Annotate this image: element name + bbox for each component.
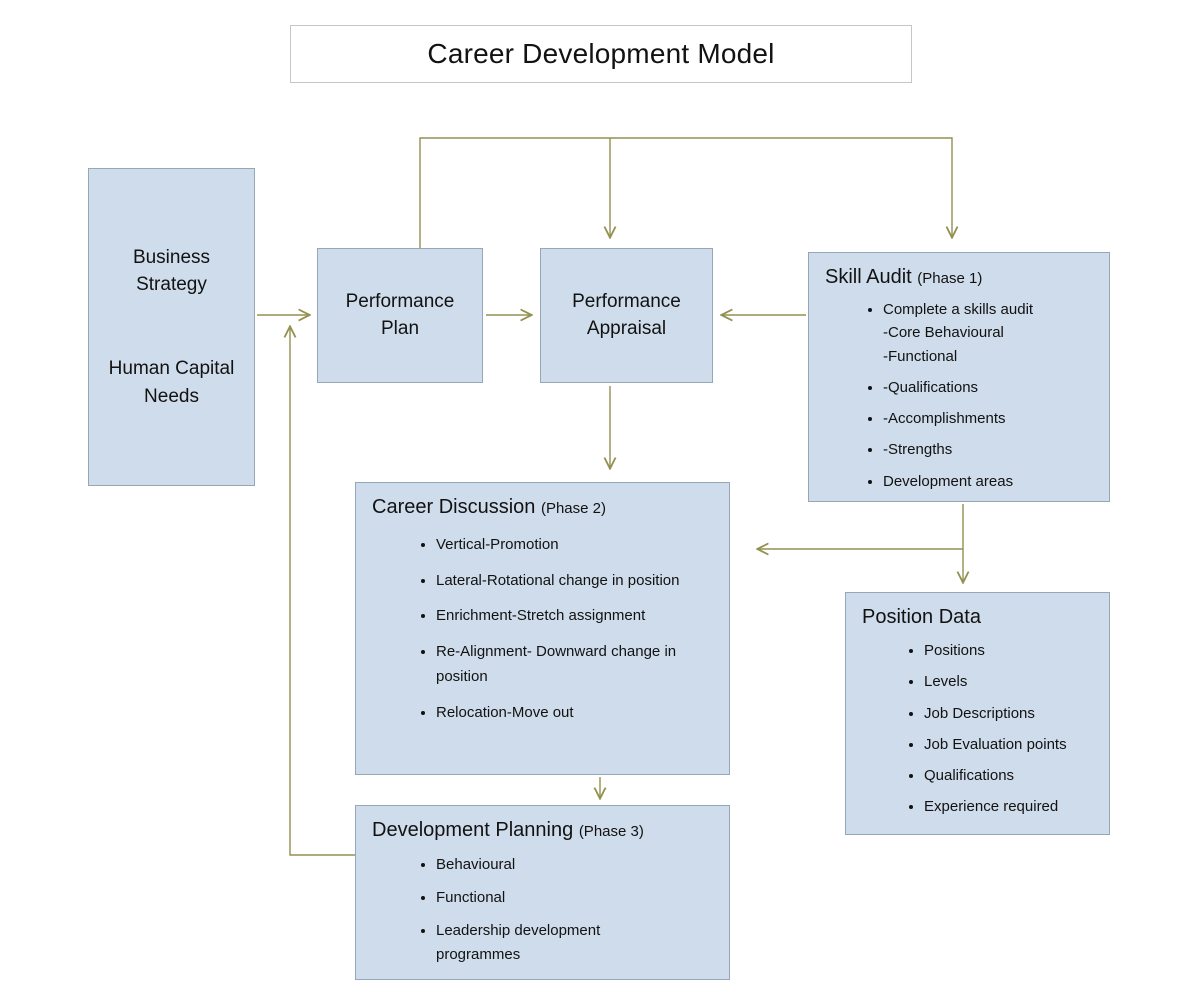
list-item: Positions <box>924 639 1097 662</box>
development-planning-title: Development Planning <box>372 819 574 841</box>
position-data-box: Position Data Positions Levels Job Descr… <box>845 592 1110 835</box>
skill-audit-phase: (Phase 1) <box>917 270 983 287</box>
career-discussion-phase: (Phase 2) <box>540 500 606 517</box>
list-item: Re-Alignment- Downward change in positio… <box>436 639 714 690</box>
career-discussion-list: Vertical-Promotion Lateral-Rotational ch… <box>372 532 717 725</box>
list-item: Lateral-Rotational change in position <box>436 568 714 594</box>
career-discussion-box: Career Discussion (Phase 2) Vertical-Pro… <box>355 482 730 775</box>
list-item: Vertical-Promotion <box>436 532 714 558</box>
business-strategy-box: Business Strategy Human Capital Needs <box>88 168 255 486</box>
position-data-header: Position Data <box>862 606 1097 629</box>
list-item: -Accomplishments <box>883 407 1097 430</box>
connector-feedback-loop <box>290 327 355 856</box>
list-item: Levels <box>924 670 1097 693</box>
skill-audit-box: Skill Audit (Phase 1) Complete a skills … <box>808 252 1110 502</box>
skill-audit-title: Skill Audit <box>825 266 912 288</box>
performance-appraisal-box: Performance Appraisal <box>540 248 713 383</box>
list-item: Qualifications <box>924 764 1097 787</box>
list-item: Job Evaluation points <box>924 733 1097 756</box>
connector-top-loop <box>419 137 952 250</box>
performance-plan-box: Performance Plan <box>317 248 483 383</box>
business-strategy-label: Business Strategy <box>132 246 211 296</box>
list-item-line: Complete a skills audit <box>883 301 1034 318</box>
development-planning-phase: (Phase 3) <box>578 823 644 840</box>
list-item: Enrichment-Stretch assignment <box>436 603 714 629</box>
list-item: Job Descriptions <box>924 702 1097 725</box>
human-capital-needs-label: Human Capital Needs <box>108 358 235 407</box>
skill-audit-header: Skill Audit (Phase 1) <box>825 266 1097 289</box>
list-item: Complete a skills audit -Core Behavioura… <box>883 298 1097 368</box>
position-data-title: Position Data <box>862 606 981 628</box>
list-item: -Qualifications <box>883 376 1097 399</box>
list-item-line: -Functional <box>883 347 958 365</box>
diagram-title: Career Development Model <box>427 38 775 69</box>
list-item: -Strengths <box>883 438 1097 461</box>
list-item: Development areas <box>883 470 1097 493</box>
list-item: Relocation-Move out <box>436 700 714 726</box>
position-data-list: Positions Levels Job Descriptions Job Ev… <box>862 639 1097 819</box>
career-discussion-title: Career Discussion <box>372 496 536 518</box>
list-item: Leadership development programmes <box>436 919 676 967</box>
career-discussion-header: Career Discussion (Phase 2) <box>372 496 717 519</box>
list-item: Experience required <box>924 795 1097 818</box>
performance-appraisal-label: Performance Appraisal <box>572 290 681 339</box>
development-planning-box: Development Planning (Phase 3) Behaviour… <box>355 805 730 980</box>
development-planning-list: Behavioural Functional Leadership develo… <box>372 853 717 967</box>
performance-plan-label: Performance Plan <box>345 290 455 339</box>
diagram-title-box: Career Development Model <box>290 25 912 83</box>
list-item: Behavioural <box>436 853 676 877</box>
development-planning-header: Development Planning (Phase 3) <box>372 819 717 842</box>
list-item-line: -Core Behavioural <box>883 324 1004 342</box>
list-item: Functional <box>436 886 676 910</box>
skill-audit-list: Complete a skills audit -Core Behavioura… <box>825 298 1097 493</box>
